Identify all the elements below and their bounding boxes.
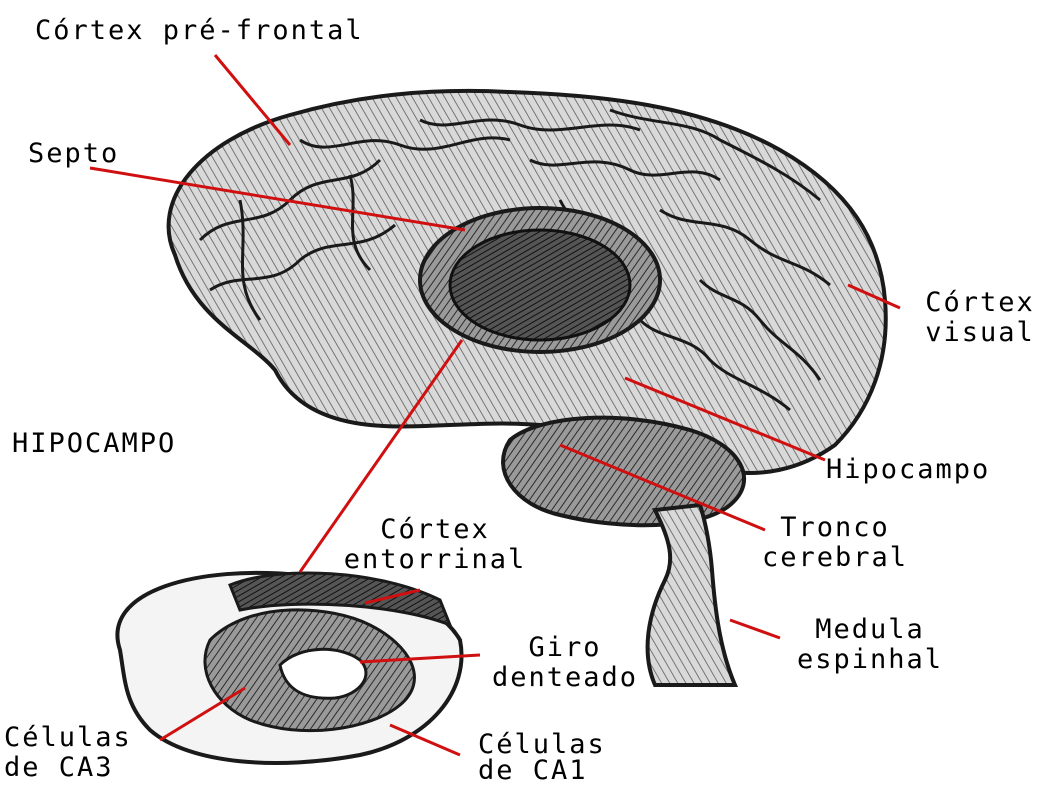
label-ca3-line1: Células — [4, 723, 132, 753]
label-ca1-line2: de CA1 — [478, 756, 588, 786]
label-tronco-line1: Tronco — [760, 513, 910, 543]
label-hipocampo: Hipocampo — [826, 455, 990, 485]
label-cortex-visual-line1: Córtex — [910, 288, 1050, 318]
leader-medula — [730, 620, 780, 638]
label-cortex-visual-line2: visual — [910, 318, 1050, 348]
label-medula-line2: espinhal — [780, 645, 960, 675]
label-entorrinal-line1: Córtex — [335, 515, 535, 545]
label-ca3-line2: de CA3 — [4, 753, 114, 783]
label-giro-line2: denteado — [480, 663, 650, 693]
label-cortex-prefrontal: Córtex pré-frontal — [35, 16, 364, 46]
brain-stem — [648, 505, 735, 685]
thalamus — [450, 230, 630, 340]
label-medula-line1: Medula — [780, 615, 960, 645]
label-entorrinal-line2: entorrinal — [335, 545, 535, 575]
label-septo: Septo — [28, 139, 119, 169]
label-hipocampo-title: HIPOCAMPO — [12, 429, 176, 459]
label-giro-line1: Giro — [480, 633, 650, 663]
label-tronco-line2: cerebral — [760, 543, 910, 573]
